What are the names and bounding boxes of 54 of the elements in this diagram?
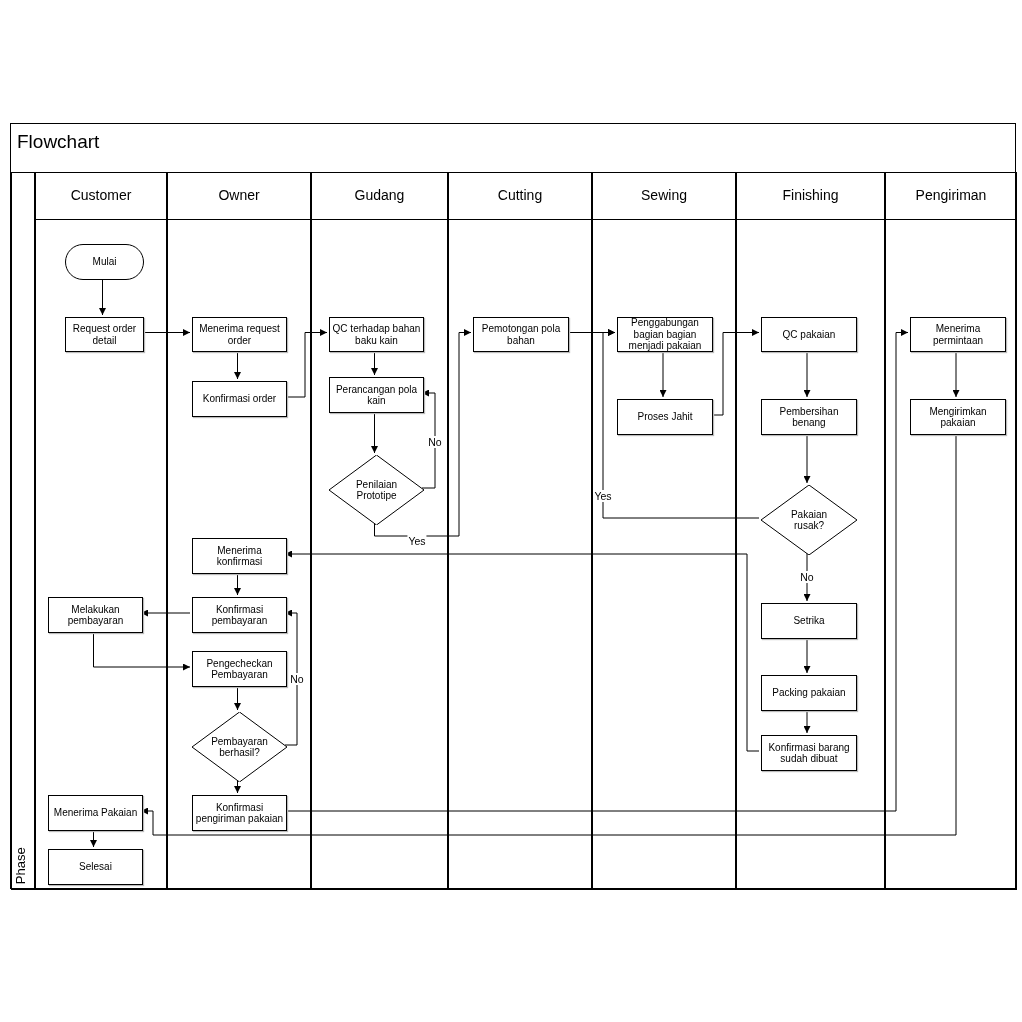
lane-header: Finishing <box>737 173 884 220</box>
edge-label: No <box>289 673 305 685</box>
arrow <box>421 389 436 489</box>
phase-label: Phase <box>14 846 27 884</box>
process-box: Menerima request order <box>192 317 287 352</box>
process-box: Mengirimkan pakaian <box>910 399 1006 435</box>
process-box: Konfirmasi order <box>192 381 287 417</box>
lane-header: Cutting <box>449 173 591 220</box>
decision-diamond: Pembayaran berhasil? <box>192 712 287 782</box>
process-box: Menerima konfirmasi <box>192 538 287 574</box>
process-box: Pemotongan pola bahan <box>473 317 569 352</box>
edge-label: No <box>799 571 815 583</box>
terminator-shape: Mulai <box>65 244 144 280</box>
swimlane <box>167 172 311 890</box>
edge-label: No <box>427 436 443 448</box>
process-box: Selesai <box>48 849 143 885</box>
arrow <box>374 329 472 537</box>
process-box: Penggabungan bagian bagian menjadi pakaian <box>617 317 713 352</box>
pool-label: Flowchart <box>17 136 100 148</box>
process-box: Pembersihan benang <box>761 399 857 435</box>
process-box: Proses Jahit <box>617 399 713 435</box>
process-box: QC pakaian <box>761 317 857 352</box>
arrow <box>803 552 811 602</box>
edge-label: Yes <box>407 535 427 547</box>
lane-header: Owner <box>168 173 310 220</box>
lane-header: Sewing <box>593 173 735 220</box>
process-box: QC terhadap bahan baku kain <box>329 317 424 352</box>
decision-diamond: Penilaian Prototipe <box>329 455 424 525</box>
process-box: Konfirmasi barang sudah dibuat <box>761 735 857 771</box>
edge-label: Yes <box>593 490 613 502</box>
swimlane <box>592 172 736 890</box>
swimlane <box>35 172 167 890</box>
process-box: Pengecheckan Pembayaran <box>192 651 287 687</box>
arrow <box>284 609 298 746</box>
process-box: Melakukan pembayaran <box>48 597 143 633</box>
process-box: Request order detail <box>65 317 144 352</box>
lane-header: Customer <box>36 173 166 220</box>
decision-diamond: Pakaian rusak? <box>761 485 857 555</box>
process-box: Packing pakaian <box>761 675 857 711</box>
arrow <box>602 329 760 519</box>
swimlane <box>311 172 448 890</box>
process-box: Konfirmasi pengiriman pakaian <box>192 795 287 831</box>
lane-header: Gudang <box>312 173 447 220</box>
swimlane <box>736 172 885 890</box>
process-box: Setrika <box>761 603 857 639</box>
process-box: Menerima permintaan <box>910 317 1006 352</box>
pool-frame <box>10 123 1016 889</box>
lane-header: Pengiriman <box>886 173 1016 220</box>
phase-band <box>11 172 35 890</box>
process-box: Konfirmasi pembayaran <box>192 597 287 633</box>
swimlane <box>885 172 1017 890</box>
process-box: Perancangan pola kain <box>329 377 424 413</box>
swimlane <box>448 172 592 890</box>
process-box: Menerima Pakaian <box>48 795 143 831</box>
